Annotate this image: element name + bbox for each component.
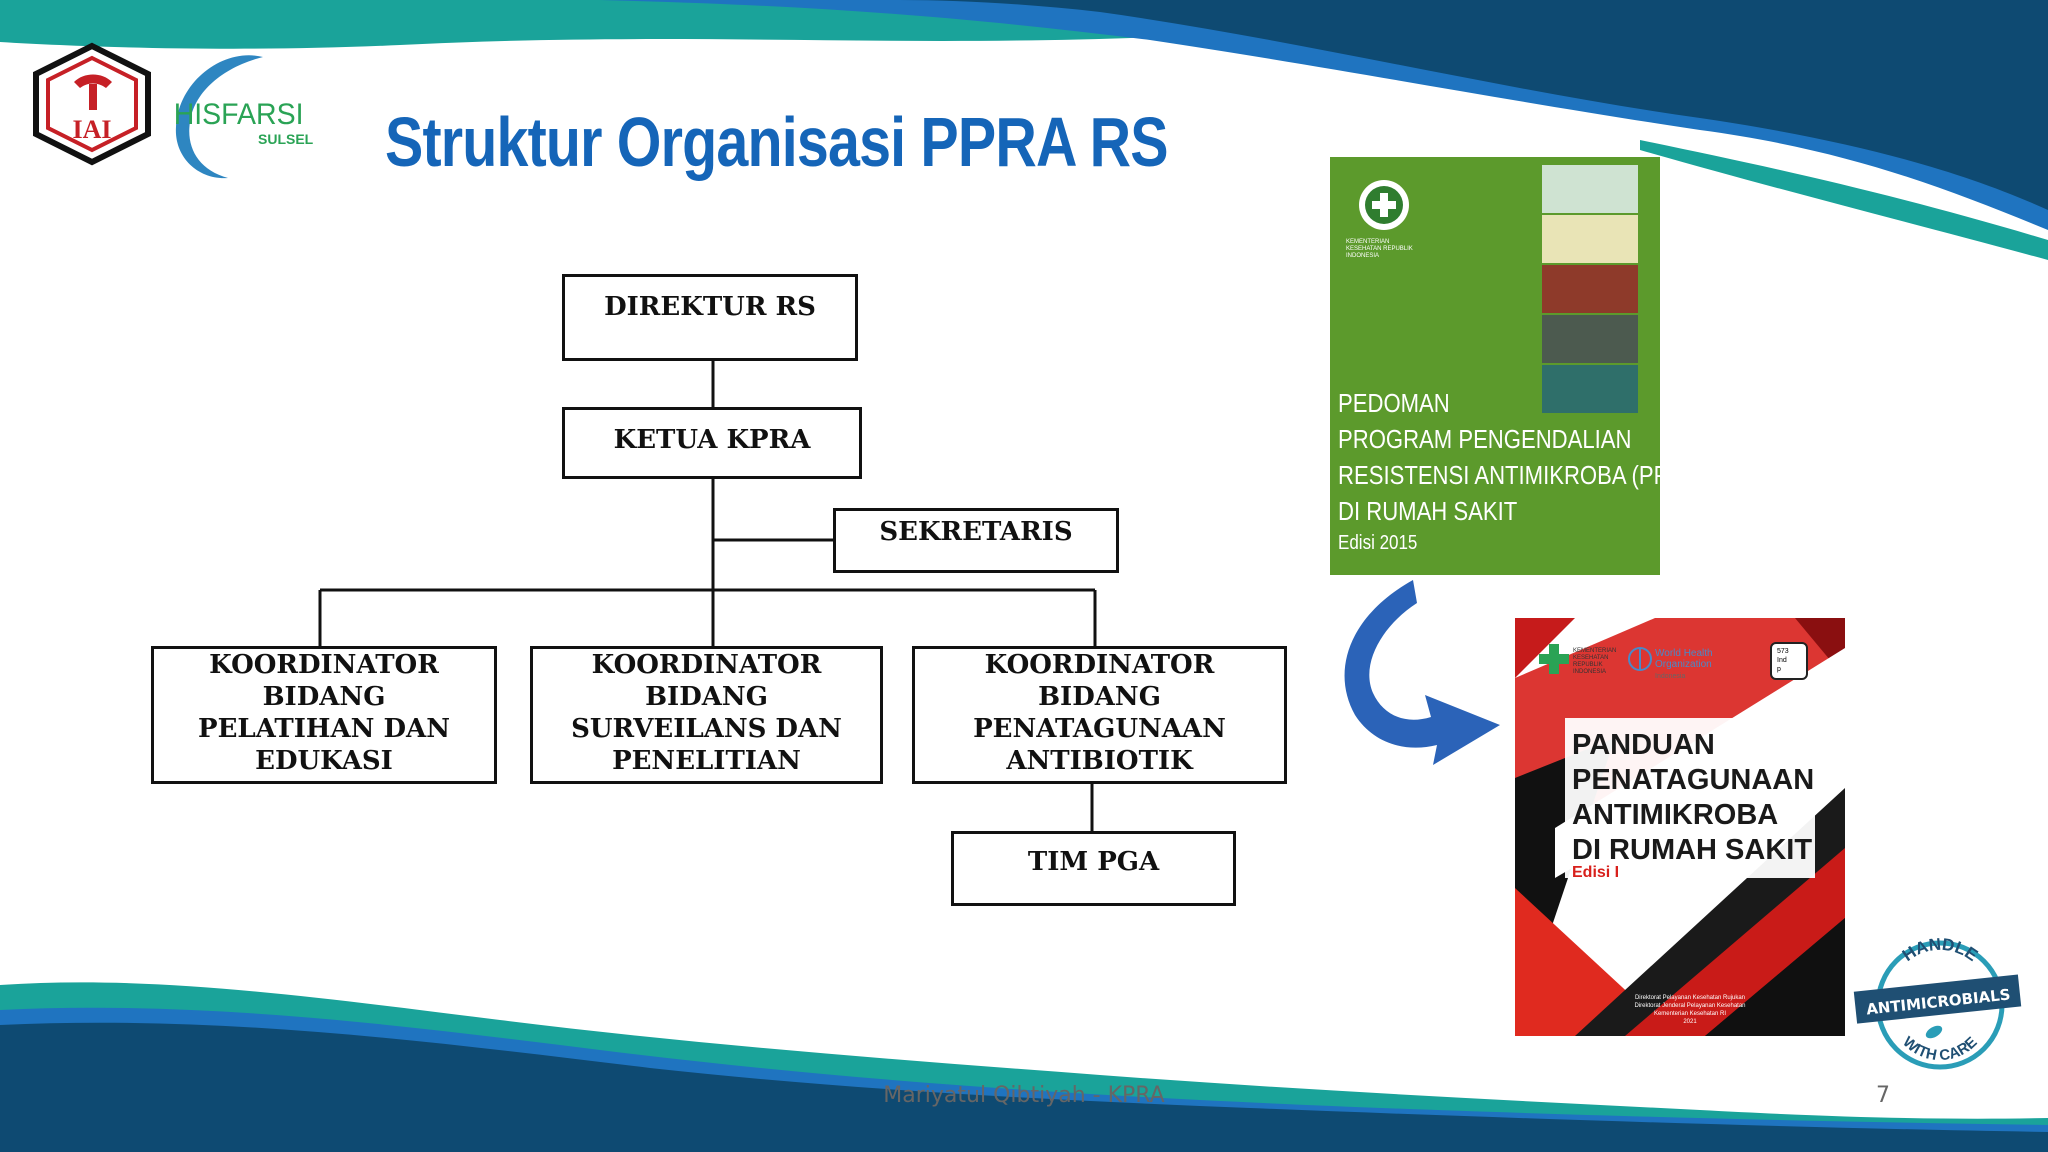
book2-kemenkes: KEMENTERIAN KESEHATAN REPUBLIK INDONESIA <box>1573 648 1617 675</box>
box-koordinator-surveilans-label: KOORDINATOR BIDANG SURVEILANS DAN PENELI… <box>571 650 842 776</box>
slide-footer-author: Mariyatul Qibtiyah - KPRA <box>883 1083 1165 1108</box>
box-ketua-kpra: KETUA KPRA <box>562 407 862 479</box>
book2-who-name: World Health Organization <box>1655 648 1713 670</box>
kemenkes-logo-icon <box>1539 644 1569 674</box>
curved-arrow-icon <box>1344 580 1500 765</box>
book1-title: PEDOMAN PROGRAM PENGENDALIAN RESISTENSI … <box>1338 385 1660 557</box>
lab-photo <box>1542 165 1638 213</box>
hisfarsi-logo: HISFARSI SULSEL <box>174 55 314 179</box>
box-ketua-kpra-label: KETUA KPRA <box>613 425 811 455</box>
book2-footer: Direktorat Pelayanan Kesehatan Rujukan D… <box>1634 995 1746 1025</box>
kemenkes-emblem-icon <box>1359 180 1409 230</box>
book1-line-4: DI RUMAH SAKIT <box>1338 496 1518 526</box>
hospital-photo <box>1542 315 1638 363</box>
box-tim-pga-label: TIM PGA <box>1027 847 1160 877</box>
book1-line-3: RESISTENSI ANTIMIKROBA (PPRA) <box>1338 460 1660 490</box>
book-cover-panduan-penatagunaan: KEMENTERIAN KESEHATAN REPUBLIK INDONESIA… <box>1515 618 1845 1036</box>
box-tim-pga: TIM PGA <box>951 831 1236 906</box>
book1-publisher: KEMENTERIAN KESEHATAN REPUBLIK INDONESIA <box>1346 239 1413 259</box>
book2-catalog-code: 573 Ind p <box>1770 642 1808 680</box>
box-sekretaris: SEKRETARIS <box>833 508 1119 573</box>
box-koordinator-penatagunaan: KOORDINATOR BIDANG PENATAGUNAAN ANTIBIOT… <box>912 646 1287 784</box>
box-koordinator-pelatihan: KOORDINATOR BIDANG PELATIHAN DAN EDUKASI <box>151 646 497 784</box>
svg-text:HISFARSI: HISFARSI <box>174 98 304 131</box>
page-title: Struktur Organisasi PPRA RS <box>385 103 1169 181</box>
slide-page-number: 7 <box>1876 1083 1890 1108</box>
book1-edition: Edisi 2015 <box>1338 532 1418 554</box>
book2-title: PANDUAN PENATAGUNAAN ANTIMIKROBA DI RUMA… <box>1572 729 1815 866</box>
bacteria-photo <box>1542 215 1638 263</box>
book1-line-1: PEDOMAN <box>1338 388 1450 418</box>
who-logo-icon <box>1628 647 1652 671</box>
svg-text:SULSEL: SULSEL <box>258 131 314 147</box>
box-koordinator-penatagunaan-label: KOORDINATOR BIDANG PENATAGUNAAN ANTIBIOT… <box>973 650 1226 776</box>
box-direktur-rs-label: DIREKTUR RS <box>604 292 816 322</box>
book2-edition: Edisi I <box>1572 864 1620 881</box>
book1-photo-strip <box>1542 165 1638 415</box>
box-direktur-rs: DIREKTUR RS <box>562 274 858 361</box>
book-cover-pedoman-ppra: KEMENTERIAN KESEHATAN REPUBLIK INDONESIA… <box>1330 157 1660 575</box>
petri-dish-photo <box>1542 265 1638 313</box>
iai-logo: IAI <box>33 42 151 166</box>
handle-antimicrobials-badge: HANDLE ANTIMICROBIALS WITH CARE <box>1853 935 2022 1070</box>
book1-line-2: PROGRAM PENGENDALIAN <box>1338 424 1632 454</box>
book2-who-sub: Indonesia <box>1655 673 1686 680</box>
box-koordinator-pelatihan-label: KOORDINATOR BIDANG PELATIHAN DAN EDUKASI <box>198 650 450 776</box>
book2-background-graphic <box>1515 618 1845 1036</box>
box-koordinator-surveilans: KOORDINATOR BIDANG SURVEILANS DAN PENELI… <box>530 646 883 784</box>
surgery-photo <box>1542 365 1638 413</box>
iai-logo-text: IAI <box>72 115 111 144</box>
box-sekretaris-label: SEKRETARIS <box>879 517 1073 547</box>
